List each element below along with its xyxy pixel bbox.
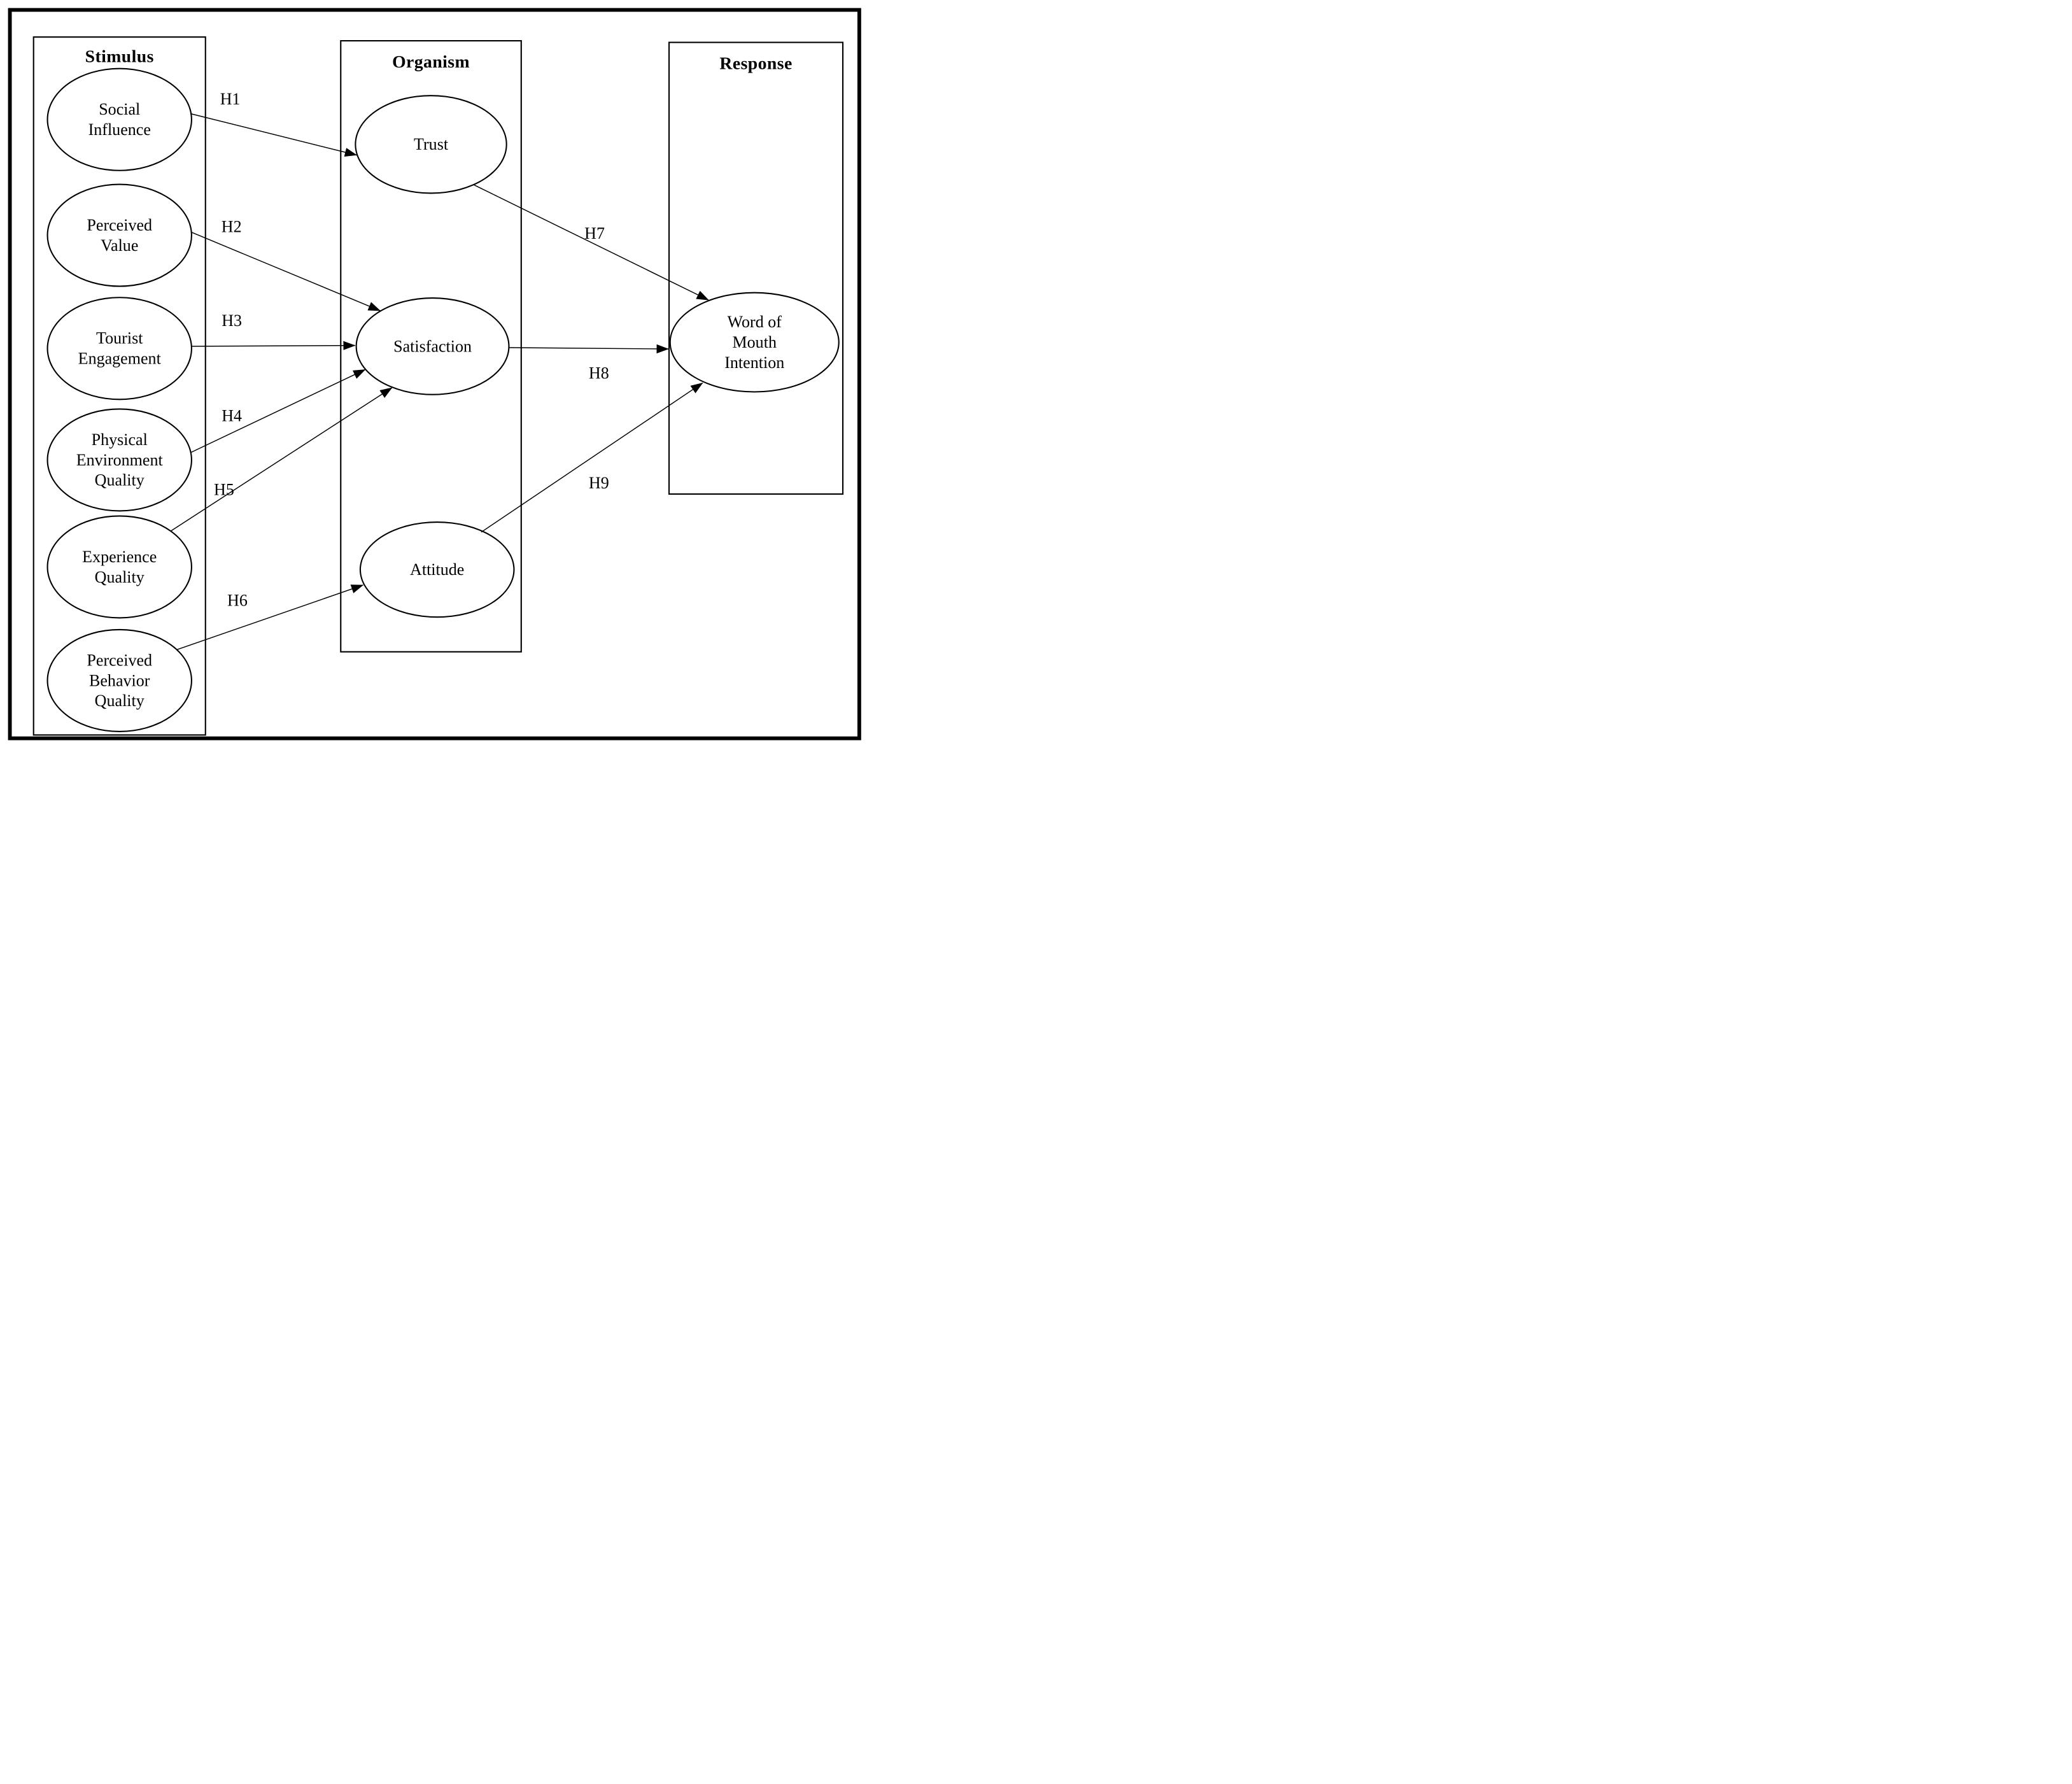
label-h3: H3 <box>222 311 243 330</box>
response-title: Response <box>719 53 793 73</box>
node-tourist-engagement: Tourist Engagement <box>46 297 192 400</box>
label-h5: H5 <box>214 480 234 499</box>
figure-viewport: Stimulus Organism Response Social Influe… <box>0 0 871 750</box>
node-label: Perceived Value <box>87 216 153 255</box>
label-h7: H7 <box>584 224 605 243</box>
organism-title: Organism <box>392 52 470 72</box>
node-label: Physical Environment Quality <box>76 430 163 490</box>
label-h9: H9 <box>588 474 609 493</box>
stimulus-title: Stimulus <box>85 46 154 66</box>
label-h4: H4 <box>222 406 243 425</box>
node-attitude: Attitude <box>359 521 515 618</box>
node-label: Perceived Behavior Quality <box>87 651 153 711</box>
node-label: Trust <box>414 135 449 154</box>
node-word-of-mouth-intention: Word of Mouth Intention <box>669 292 840 393</box>
node-label: Social Influence <box>88 100 151 139</box>
label-h6: H6 <box>227 591 248 610</box>
label-h2: H2 <box>221 217 242 236</box>
outer-border <box>8 8 861 740</box>
node-label: Attitude <box>410 560 465 579</box>
node-label: Word of Mouth Intention <box>724 313 785 372</box>
node-perceived-value: Perceived Value <box>46 183 192 287</box>
node-social-influence: Social Influence <box>46 67 192 171</box>
node-label: Satisfaction <box>393 337 472 356</box>
response-box: Response <box>668 41 844 495</box>
node-physical-environment-quality: Physical Environment Quality <box>46 408 192 512</box>
node-trust: Trust <box>355 95 507 194</box>
node-experience-quality: Experience Quality <box>46 515 192 619</box>
node-label: Tourist Engagement <box>78 329 161 368</box>
sor-model-diagram: Stimulus Organism Response Social Influe… <box>0 0 871 749</box>
label-h1: H1 <box>220 90 241 108</box>
node-perceived-behavior-quality: Perceived Behavior Quality <box>46 628 192 732</box>
node-label: Experience Quality <box>82 548 157 586</box>
label-h8: H8 <box>588 364 609 383</box>
node-satisfaction: Satisfaction <box>355 297 510 395</box>
